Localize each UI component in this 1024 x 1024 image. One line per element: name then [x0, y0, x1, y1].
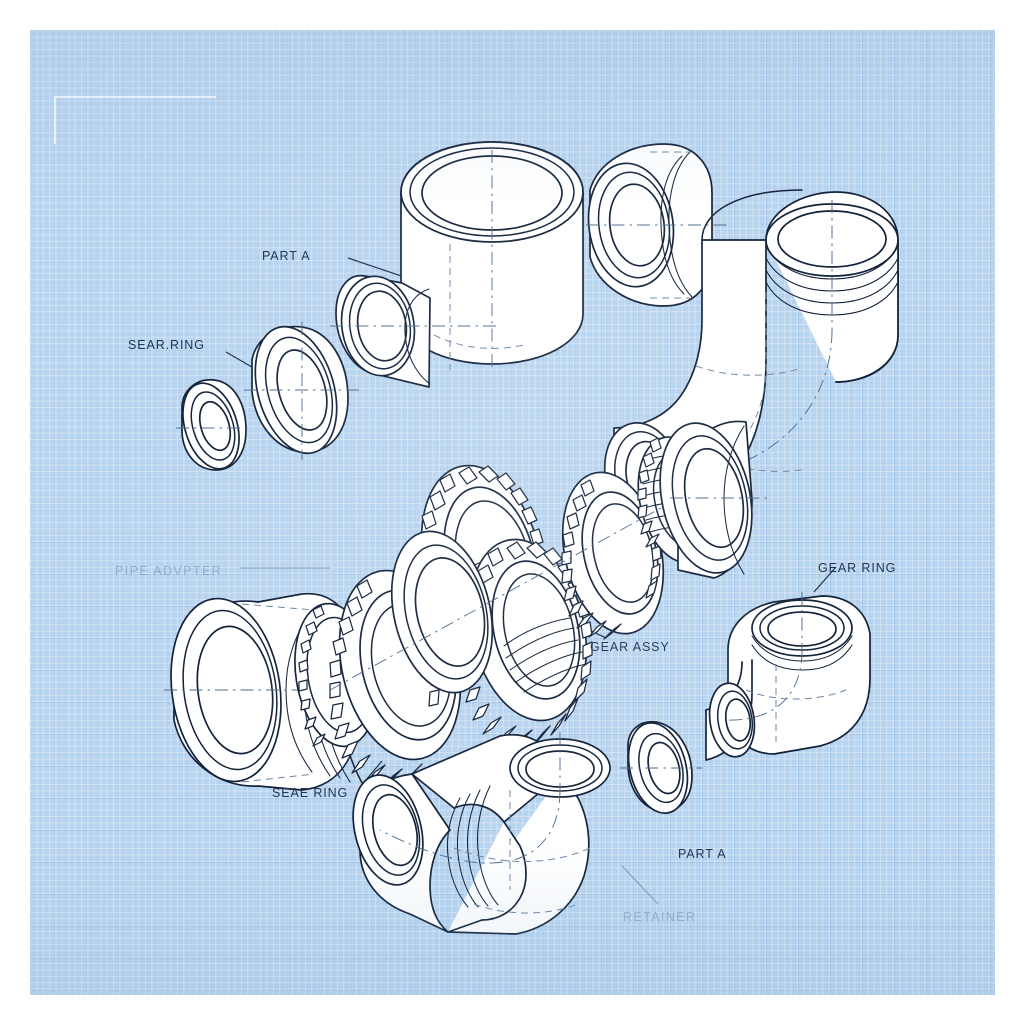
helical-spline-2 [503, 617, 587, 693]
spline-teeth-small [298, 605, 326, 747]
label-part-a-bottom: PART A [678, 847, 727, 861]
title-block-frame [54, 96, 216, 144]
part-small-elbow [705, 592, 871, 761]
label-retainer: RETAINER [623, 910, 697, 924]
label-seae-ring: SEAE RING [272, 786, 349, 800]
part-seal-ring-elbow [620, 720, 702, 814]
label-part-a-top: PART A [262, 249, 311, 263]
part-gear-ring-flange [659, 420, 770, 579]
exploded-assembly-artwork: .o{fill:#ffffff;stroke:#12223a;stroke-wi… [164, 141, 899, 935]
label-gear-ring: GEAR RING [818, 561, 897, 575]
part-gear-assembly [329, 436, 731, 787]
part-bottom-elbow [352, 732, 611, 935]
part-tee-fitting [330, 141, 584, 388]
gear-3 [460, 538, 593, 748]
label-sear-ring: SEAR.RING [128, 338, 205, 352]
part-collar-bushing [586, 143, 730, 307]
label-gear-assy: GEAR ASSY [590, 640, 670, 654]
part-seal-ring-medium [244, 322, 360, 460]
gear-shim-washer [390, 530, 494, 694]
gear-4-collar [561, 471, 665, 640]
part-seal-ring-small [176, 379, 252, 471]
blueprint-canvas: .o{fill:#ffffff;stroke:#12223a;stroke-wi… [30, 30, 995, 995]
label-pipe-adapter: PIPE ADVPTER [115, 564, 223, 578]
